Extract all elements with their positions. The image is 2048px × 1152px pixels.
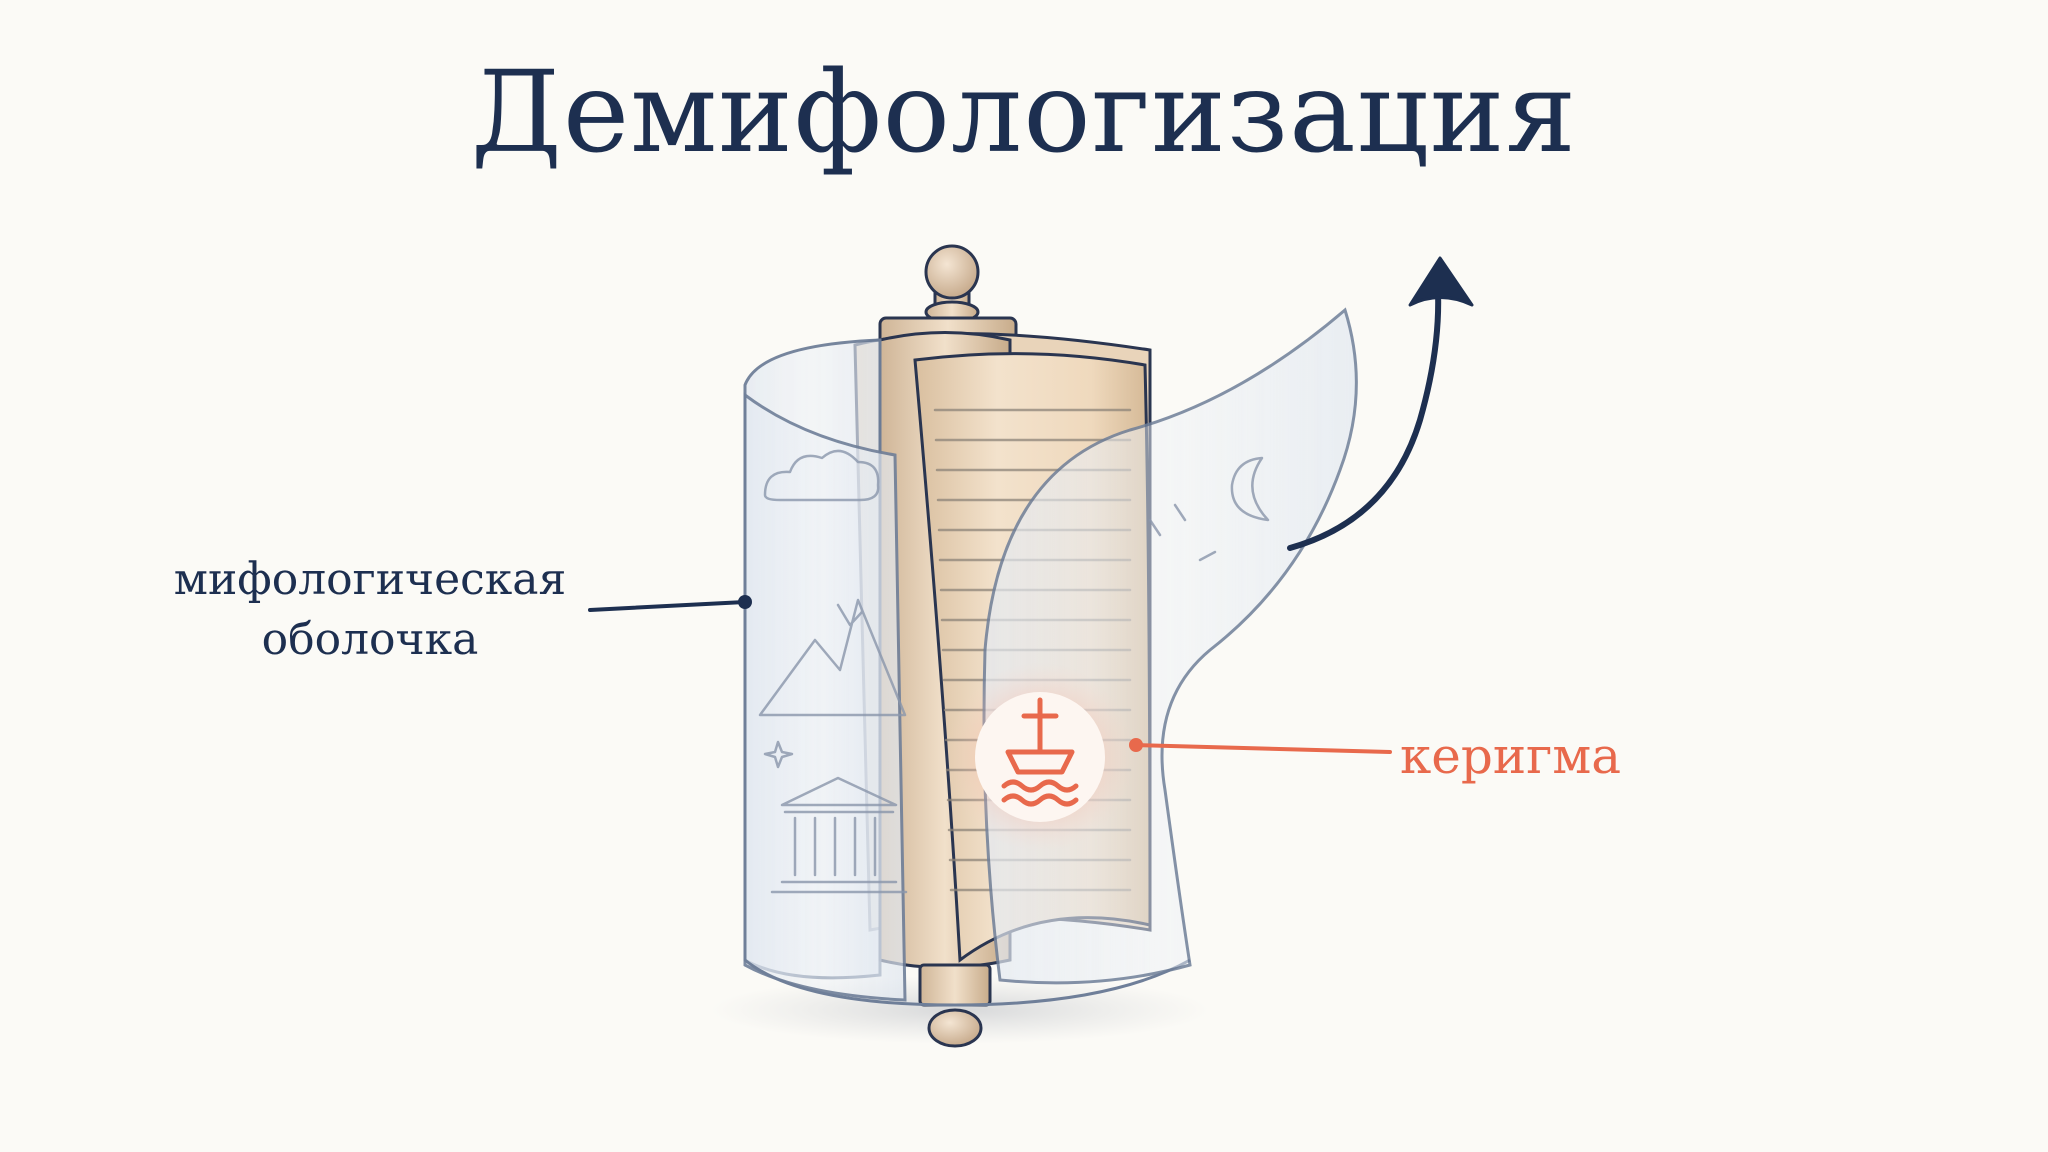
peel-arrow (1287, 289, 1442, 551)
kerygma-emblem (945, 662, 1135, 852)
arrow-head-icon (1408, 256, 1474, 307)
temple-icon (770, 776, 908, 894)
label-kerygma: керигма (1400, 727, 1622, 785)
bottom-knob-icon (927, 1008, 983, 1048)
top-knob-icon (924, 244, 980, 300)
moon-icon (1230, 456, 1270, 522)
page-title: Демифологизация (470, 48, 1578, 178)
cloud-icon (763, 449, 880, 502)
mountain-icon (758, 598, 907, 717)
label-shell-line-2: оболочка (261, 614, 479, 665)
cross-ship-waves-icon (1001, 697, 1079, 807)
star-icon (763, 740, 794, 769)
kerygma-leader (1129, 738, 1392, 754)
label-shell-line-1: мифологическая (173, 554, 567, 605)
label-mythological-shell: мифологическая оболочка (150, 550, 590, 670)
shell-leader (588, 595, 752, 612)
